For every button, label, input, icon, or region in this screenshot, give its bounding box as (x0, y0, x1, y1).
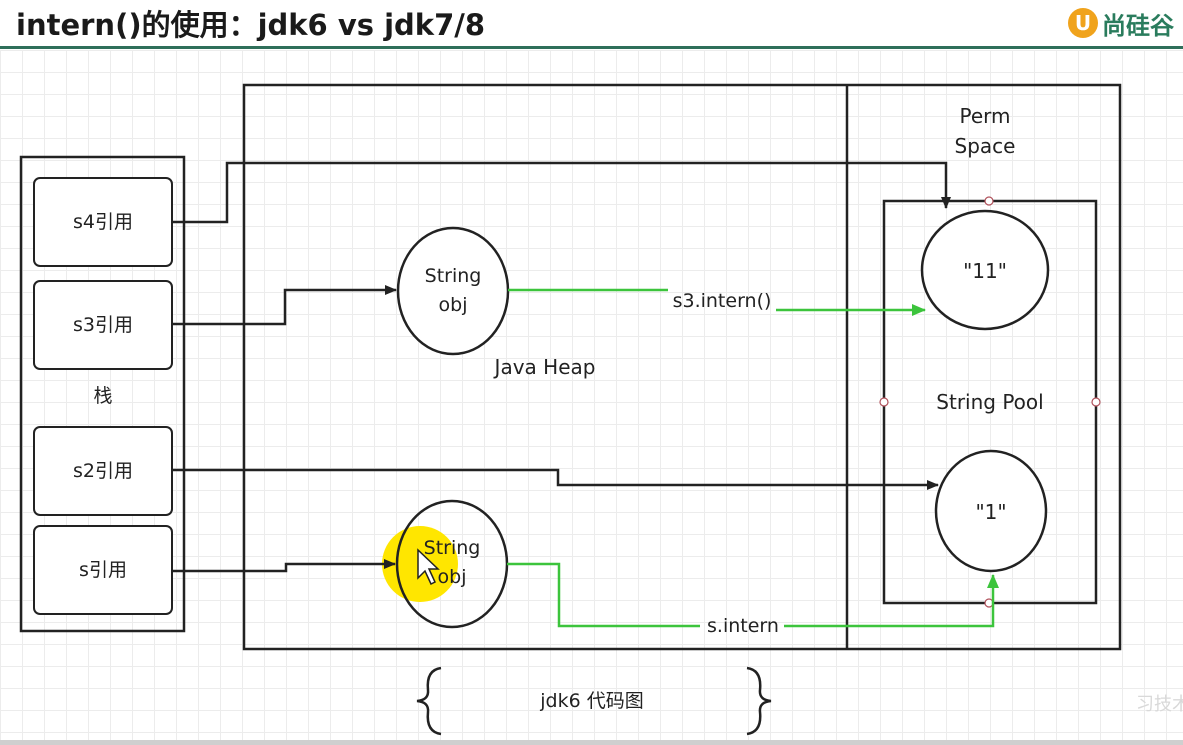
logo-icon: U (1068, 8, 1098, 38)
s-intern-label: s.intern (707, 615, 779, 637)
pool-entry-11-label: "11" (963, 259, 1007, 283)
mouse-cursor-icon (417, 548, 440, 586)
perm-title-line1: Perm (959, 104, 1010, 128)
pool-entry-1 (934, 449, 1048, 573)
stack-ref-s2: s2引用 (73, 460, 133, 482)
stack-ref-s: s引用 (79, 559, 127, 581)
heap-string-obj-s3 (396, 226, 510, 356)
brand-logo: U 尚硅谷 (1068, 4, 1183, 42)
perm-title-line2: Space (955, 134, 1016, 158)
bottom-bar (0, 740, 1183, 745)
heap-obj-s-line1: String (424, 537, 481, 559)
arrow-s-to-obj (173, 559, 396, 573)
stack-ref-s4: s4引用 (73, 211, 133, 233)
arrow-s2-to-1 (173, 468, 939, 490)
heap-obj-s3-line1: String (425, 265, 482, 287)
java-heap-label: Java Heap (493, 355, 596, 379)
stack-label: 栈 (93, 385, 112, 407)
s3-intern-label: s3.intern() (673, 290, 772, 312)
heap-obj-s3-line2: obj (439, 294, 468, 316)
slide-title: intern()的使用：jdk6 vs jdk7/8 (16, 8, 486, 42)
heap-obj-s-line2: obj (438, 566, 467, 588)
diagram-caption: jdk6 代码图 (539, 690, 643, 712)
stack-slot-s4 (33, 177, 173, 267)
logo-text: 尚硅谷 (1102, 11, 1174, 40)
string-pool-label: String Pool (936, 390, 1043, 414)
pool-handle-top (984, 196, 994, 206)
stack-slot-s3 (33, 280, 173, 370)
arrow-s3-to-obj (173, 285, 397, 326)
pool-handle-right (1091, 397, 1101, 407)
caption-right-brace (746, 666, 772, 736)
stack-ref-s3: s3引用 (73, 314, 133, 336)
stack-slot-s2 (33, 426, 173, 516)
pool-entry-11 (920, 209, 1050, 331)
pool-entry-1-label: "1" (975, 500, 1006, 524)
arrow-s4-to-11 (173, 161, 951, 224)
slide-header: intern()的使用：jdk6 vs jdk7/8 U 尚硅谷 (0, 0, 1183, 50)
memory-frame (242, 83, 1122, 651)
jdk6-intern-diagram: s4引用 s3引用 栈 s2引用 s引用 Perm Space String P… (19, 83, 1122, 736)
arrow-s-intern-right (784, 574, 999, 628)
watermark: 习技术 (1136, 694, 1183, 715)
stack-frame (19, 155, 186, 633)
diagram-canvas: s4引用 s3引用 栈 s2引用 s引用 Perm Space String P… (0, 50, 1183, 740)
header-divider (0, 46, 1183, 49)
stack-slot-s (33, 525, 173, 615)
pool-handle-left (879, 397, 889, 407)
caption-left-brace (416, 666, 442, 736)
arrow-s-intern-left (507, 562, 700, 628)
